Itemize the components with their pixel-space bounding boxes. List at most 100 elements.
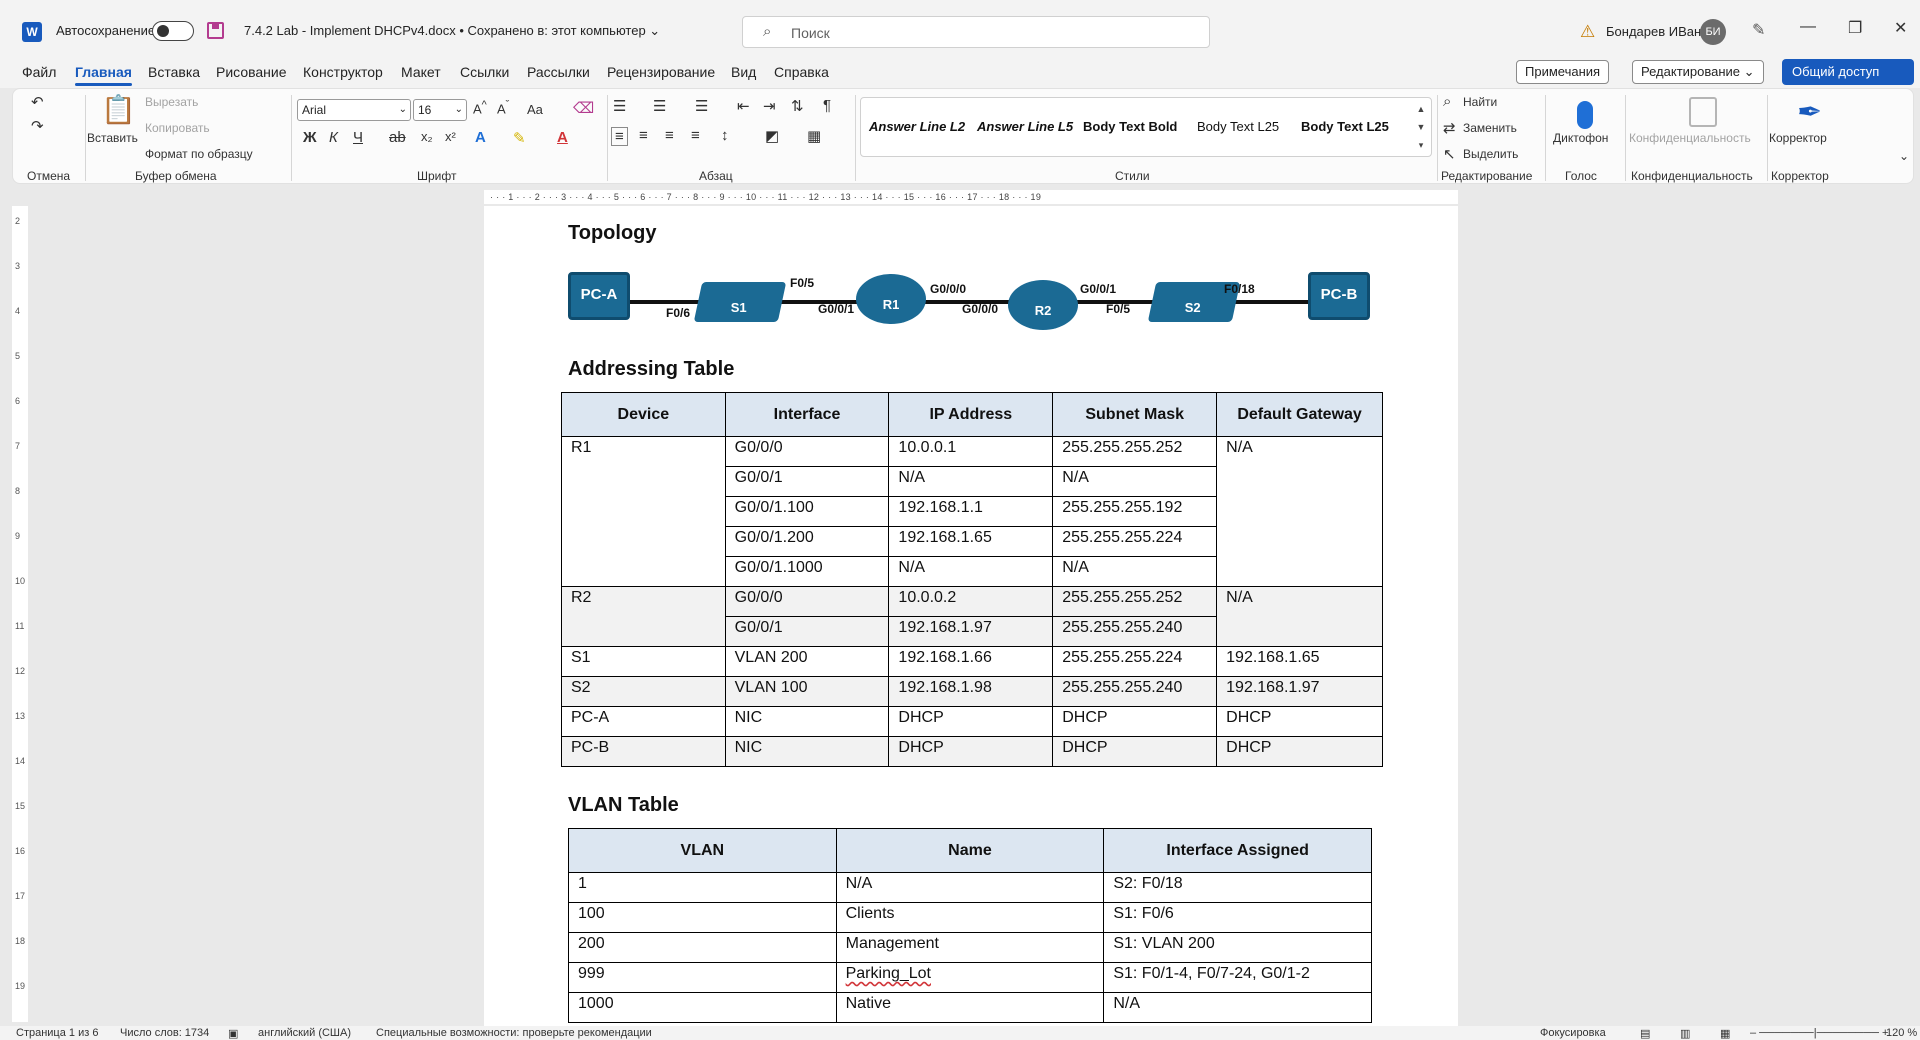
table-cell[interactable]: R2	[561, 586, 726, 647]
editing-mode-button[interactable]: Редактирование ⌄	[1632, 60, 1764, 84]
table-cell[interactable]: 255.255.255.252	[1052, 436, 1218, 467]
borders-icon[interactable]: ▦	[807, 128, 822, 145]
restore-icon[interactable]: ❐	[1848, 20, 1863, 37]
table-cell[interactable]: G0/0/0	[724, 586, 890, 617]
table-cell[interactable]: NIC	[724, 736, 890, 767]
subscript-icon[interactable]: x₂	[421, 129, 433, 144]
table-cell[interactable]: DHCP	[1216, 736, 1383, 767]
paragraph-marks-icon[interactable]: ¶	[823, 97, 832, 114]
paste-icon[interactable]: 📋	[101, 94, 136, 125]
document-page[interactable]: Topology PC-A S1 R1 R2 S2 PC-B F0/6 F0/5…	[484, 206, 1458, 1026]
table-cell[interactable]: 10.0.0.2	[888, 586, 1054, 617]
share-button[interactable]: Общий доступ	[1782, 59, 1914, 85]
table-cell[interactable]: N/A	[1052, 556, 1218, 587]
autosave-toggle[interactable]	[152, 21, 194, 41]
tab-mailings[interactable]: Рассылки	[527, 64, 590, 80]
justify-icon[interactable]: ≡	[691, 127, 700, 144]
language[interactable]: английский (США)	[258, 1027, 352, 1039]
table-cell[interactable]: DHCP	[1216, 706, 1383, 737]
avatar[interactable]: БИ	[1700, 19, 1726, 45]
style-body-text-l25-bold[interactable]: Body Text L25	[1301, 119, 1389, 134]
word-count[interactable]: Число слов: 1734	[120, 1027, 210, 1039]
table-cell[interactable]: 192.168.1.97	[1216, 676, 1383, 707]
align-center-icon[interactable]: ≡	[639, 127, 648, 144]
table-cell[interactable]: S1: VLAN 200	[1103, 932, 1372, 963]
zoom-slider[interactable]: – ───────|──────── +	[1750, 1027, 1889, 1039]
table-cell[interactable]: DHCP	[888, 706, 1054, 737]
horizontal-ruler[interactable]: · · · 1 · · · 2 · · · 3 · · · 4 · · · 5 …	[0, 188, 1920, 206]
page-count[interactable]: Страница 1 из 6	[16, 1027, 99, 1039]
table-cell[interactable]: R1	[561, 436, 726, 587]
strikethrough-icon[interactable]: ab	[389, 129, 406, 146]
table-cell[interactable]: 255.255.255.240	[1052, 676, 1218, 707]
tab-insert[interactable]: Вставка	[148, 64, 201, 80]
editor-button[interactable]: Корректор	[1769, 131, 1827, 145]
search-input[interactable]: ⌕ Поиск	[742, 16, 1210, 48]
decrease-indent-icon[interactable]: ⇤	[737, 98, 750, 115]
table-cell[interactable]: S1	[561, 646, 726, 677]
proofing-icon[interactable]: ▣	[228, 1028, 239, 1040]
replace-icon[interactable]: ⇄	[1443, 120, 1456, 137]
style-body-text-l25[interactable]: Body Text L25	[1197, 119, 1280, 134]
style-body-text-bold[interactable]: Body Text Bold	[1083, 119, 1178, 134]
clear-format-icon[interactable]: ⌫	[573, 100, 595, 117]
table-cell[interactable]: 1000	[568, 992, 837, 1023]
table-cell[interactable]: VLAN 100	[724, 676, 890, 707]
tab-draw[interactable]: Рисование	[216, 64, 287, 80]
tab-review[interactable]: Рецензирование	[607, 64, 716, 80]
save-icon[interactable]	[207, 22, 224, 39]
table-cell[interactable]: Parking_Lot	[835, 962, 1105, 993]
tab-view[interactable]: Вид	[731, 64, 757, 80]
font-size-select[interactable]: 16⌄	[413, 99, 467, 121]
table-cell[interactable]: S2	[561, 676, 726, 707]
table-cell[interactable]: G0/0/1.200	[724, 526, 890, 557]
style-answer-line-l5[interactable]: Answer Line L5	[977, 119, 1074, 134]
format-painter-button[interactable]: Формат по образцу	[145, 147, 253, 161]
table-cell[interactable]: 999	[568, 962, 837, 993]
copy-button[interactable]: Копировать	[145, 121, 210, 135]
table-cell[interactable]: 192.168.1.66	[888, 646, 1054, 677]
table-cell[interactable]: S1: F0/1-4, F0/7-24, G0/1-2	[1103, 962, 1372, 993]
focus-mode[interactable]: Фокусировка	[1540, 1027, 1606, 1039]
table-cell[interactable]: DHCP	[888, 736, 1054, 767]
print-layout-icon[interactable]: ▥	[1680, 1028, 1691, 1040]
table-cell[interactable]: 192.168.1.98	[888, 676, 1054, 707]
text-effects-icon[interactable]: A	[475, 129, 486, 146]
cut-button[interactable]: Вырезать	[145, 95, 199, 109]
table-cell[interactable]: S1: F0/6	[1103, 902, 1372, 933]
user-name[interactable]: Бондарев ИВан	[1606, 24, 1702, 39]
table-cell[interactable]: 255.255.255.240	[1052, 616, 1218, 647]
table-cell[interactable]: DHCP	[1052, 736, 1218, 767]
table-cell[interactable]: DHCP	[1052, 706, 1218, 737]
font-name-select[interactable]: Arial⌄	[297, 99, 411, 121]
underline-icon[interactable]: Ч	[353, 129, 363, 146]
table-cell[interactable]: N/A	[1216, 436, 1383, 587]
redo-icon[interactable]: ↷	[31, 118, 44, 135]
zoom-level[interactable]: 120 %	[1886, 1027, 1918, 1039]
table-cell[interactable]: N/A	[1052, 466, 1218, 497]
editor-pen-icon[interactable]: ✒	[1797, 96, 1823, 129]
table-cell[interactable]: 255.255.255.192	[1052, 496, 1218, 527]
comments-button[interactable]: Примечания	[1516, 60, 1610, 84]
table-cell[interactable]: PC-B	[561, 736, 726, 767]
table-cell[interactable]: S2: F0/18	[1103, 872, 1372, 903]
table-cell[interactable]: N/A	[888, 556, 1054, 587]
table-cell[interactable]: 192.168.1.65	[888, 526, 1054, 557]
tab-references[interactable]: Ссылки	[460, 64, 510, 80]
tab-file[interactable]: Файл	[22, 64, 57, 80]
table-cell[interactable]: N/A	[835, 872, 1105, 903]
table-cell[interactable]: G0/0/1.100	[724, 496, 890, 527]
tab-layout[interactable]: Макет	[401, 64, 441, 80]
align-right-icon[interactable]: ≡	[665, 127, 674, 144]
align-left-icon[interactable]: ≡	[611, 127, 628, 146]
grow-font-icon[interactable]: A^	[473, 99, 487, 117]
table-cell[interactable]: 1	[568, 872, 837, 903]
table-cell[interactable]: 255.255.255.252	[1052, 586, 1218, 617]
table-cell[interactable]: Clients	[835, 902, 1105, 933]
styles-scroll[interactable]: ▲▼▾	[1416, 104, 1426, 150]
close-icon[interactable]: ✕	[1894, 20, 1908, 37]
table-cell[interactable]: Native	[835, 992, 1105, 1023]
style-answer-line-l2[interactable]: Answer Line L2	[869, 119, 966, 134]
select-icon[interactable]: ↖	[1443, 146, 1456, 163]
